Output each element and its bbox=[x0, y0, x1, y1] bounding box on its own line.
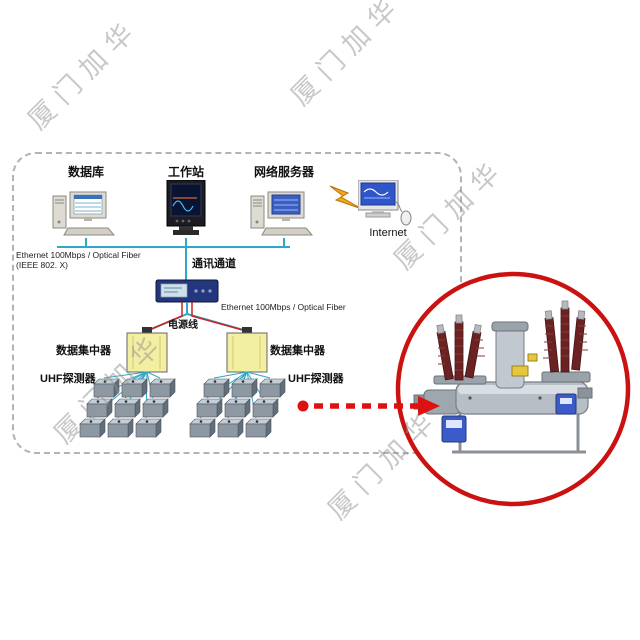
uhf-detector-array-left bbox=[79, 378, 176, 438]
downlink-lines bbox=[143, 302, 251, 333]
ethernet-mid-label: Ethernet 100Mbps / Optical Fiber bbox=[221, 302, 346, 312]
uhf-left-label: UHF探测器 bbox=[40, 373, 96, 385]
switchgear-illustration bbox=[413, 300, 593, 454]
ethernet-bus-lines bbox=[57, 238, 290, 281]
internet-label: Internet bbox=[369, 227, 407, 239]
workstation-label: 工作站 bbox=[167, 165, 204, 179]
data-concentrator-right bbox=[226, 327, 268, 373]
uhf-right-label: UHF探测器 bbox=[288, 373, 344, 385]
uhf-detector-array-right bbox=[189, 378, 286, 438]
database-computer-icon bbox=[52, 191, 116, 236]
detail-arrow bbox=[314, 396, 440, 416]
workstation-monitor-icon bbox=[166, 180, 206, 235]
power-line-label: 电源线 bbox=[168, 320, 198, 331]
concentrator-right-label: 数据集中器 bbox=[270, 345, 325, 357]
detail-source-dot bbox=[297, 400, 309, 412]
server-label: 网络服务器 bbox=[253, 165, 314, 179]
ieee-label: (IEEE 802. X) bbox=[16, 260, 68, 270]
data-concentrator-left bbox=[126, 327, 168, 373]
comm-hub-device bbox=[155, 279, 219, 303]
comm-channel-label: 通讯通道 bbox=[192, 258, 236, 270]
concentrator-left-label: 数据集中器 bbox=[56, 345, 111, 357]
ethernet-top-label: Ethernet 100Mbps / Optical Fiber bbox=[16, 250, 141, 260]
internet-computer-icon bbox=[358, 180, 412, 226]
network-server-icon bbox=[250, 191, 314, 236]
database-label: 数据库 bbox=[67, 165, 104, 179]
